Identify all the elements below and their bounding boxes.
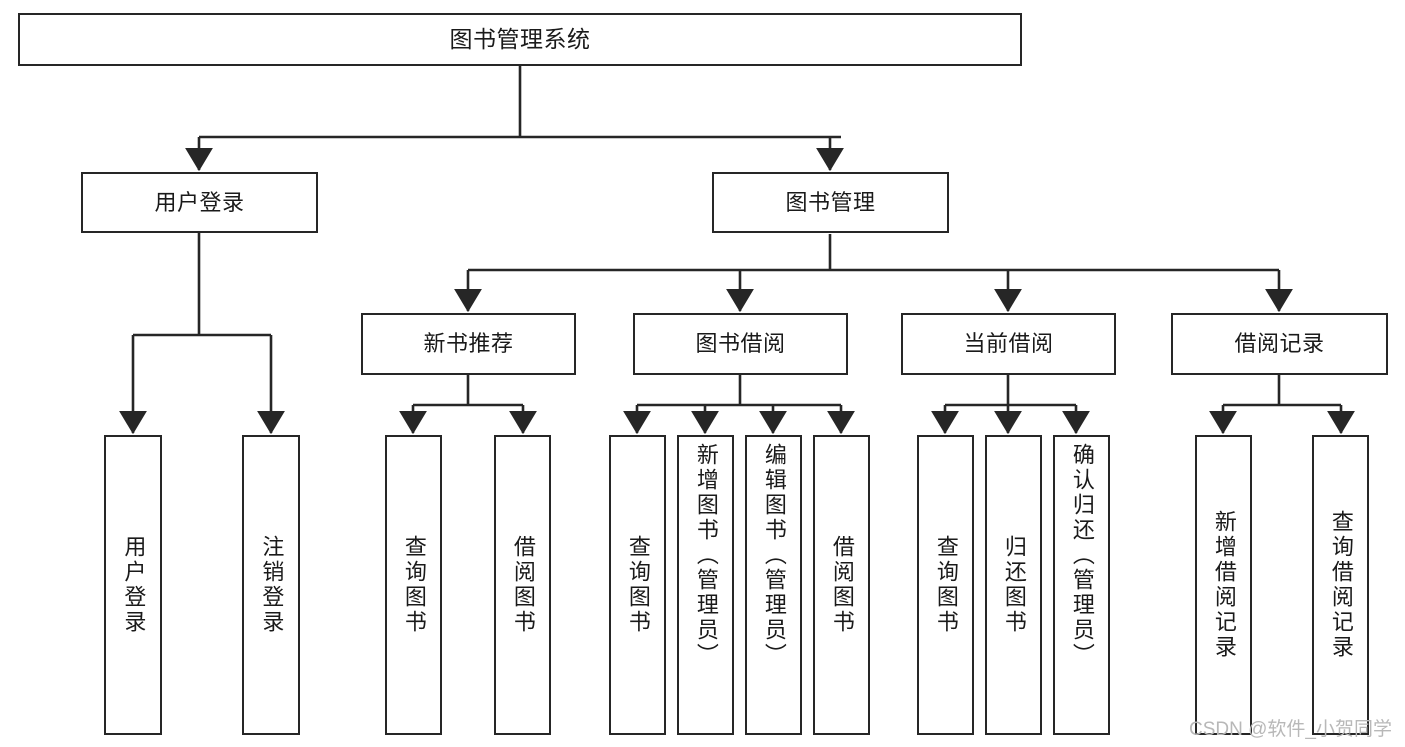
leaf-borrow-book-2[interactable]: 借阅图书 (813, 435, 870, 735)
leaf-edit-book-label: 编辑图书（管理员） (761, 443, 787, 668)
leaf-query-book-3[interactable]: 查询图书 (917, 435, 974, 735)
leaf-logout-label: 注销登录 (259, 535, 285, 635)
leaf-confirm-return[interactable]: 确认归还（管理员） (1053, 435, 1110, 735)
leaf-logout[interactable]: 注销登录 (242, 435, 300, 735)
node-borrow-record-label: 借阅记录 (1234, 331, 1325, 357)
leaf-add-book-label: 新增图书（管理员） (693, 443, 719, 668)
node-current-borrow-label: 当前借阅 (963, 331, 1054, 357)
leaf-borrow-book-1[interactable]: 借阅图书 (494, 435, 551, 735)
node-user-login[interactable]: 用户登录 (81, 172, 318, 233)
leaf-query-book-3-label: 查询图书 (933, 535, 959, 635)
node-book-manage-label: 图书管理 (785, 189, 876, 215)
leaf-return-book-label: 归还图书 (1001, 535, 1027, 635)
node-book-borrow-label: 图书借阅 (695, 331, 786, 357)
leaf-borrow-book-2-label: 借阅图书 (829, 535, 855, 635)
node-new-book-recommend-label: 新书推荐 (423, 331, 514, 357)
leaf-query-book-2-label: 查询图书 (625, 535, 651, 635)
leaf-user-login[interactable]: 用户登录 (104, 435, 162, 735)
leaf-query-record[interactable]: 查询借阅记录 (1312, 435, 1369, 735)
node-borrow-record[interactable]: 借阅记录 (1171, 313, 1388, 375)
leaf-add-book[interactable]: 新增图书（管理员） (677, 435, 734, 735)
leaf-user-login-label: 用户登录 (121, 535, 147, 635)
leaf-borrow-book-1-label: 借阅图书 (510, 535, 536, 635)
leaf-add-record[interactable]: 新增借阅记录 (1195, 435, 1252, 735)
leaf-query-book-1[interactable]: 查询图书 (385, 435, 442, 735)
leaf-confirm-return-label: 确认归还（管理员） (1069, 443, 1095, 668)
node-root-label: 图书管理系统 (449, 26, 591, 53)
leaf-query-record-label: 查询借阅记录 (1328, 510, 1354, 660)
leaf-query-book-1-label: 查询图书 (401, 535, 427, 635)
node-book-borrow[interactable]: 图书借阅 (633, 313, 848, 375)
leaf-query-book-2[interactable]: 查询图书 (609, 435, 666, 735)
csdn-watermark: CSDN @软件_小贺同学 (1189, 719, 1392, 740)
leaf-return-book[interactable]: 归还图书 (985, 435, 1042, 735)
node-user-login-label: 用户登录 (154, 189, 245, 215)
leaf-edit-book[interactable]: 编辑图书（管理员） (745, 435, 802, 735)
node-current-borrow[interactable]: 当前借阅 (901, 313, 1116, 375)
leaf-add-record-label: 新增借阅记录 (1211, 510, 1237, 660)
node-new-book-recommend[interactable]: 新书推荐 (361, 313, 576, 375)
node-root[interactable]: 图书管理系统 (18, 13, 1022, 66)
node-book-manage[interactable]: 图书管理 (712, 172, 949, 233)
